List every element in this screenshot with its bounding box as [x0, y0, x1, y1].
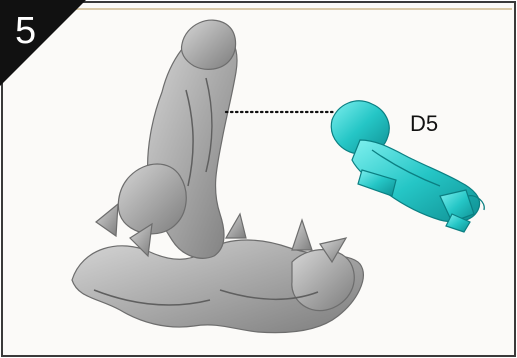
gray-miniature-model — [72, 20, 363, 333]
part-d5-model — [331, 101, 484, 232]
part-label: D5 — [410, 111, 438, 137]
step-number: 5 — [15, 9, 36, 53]
